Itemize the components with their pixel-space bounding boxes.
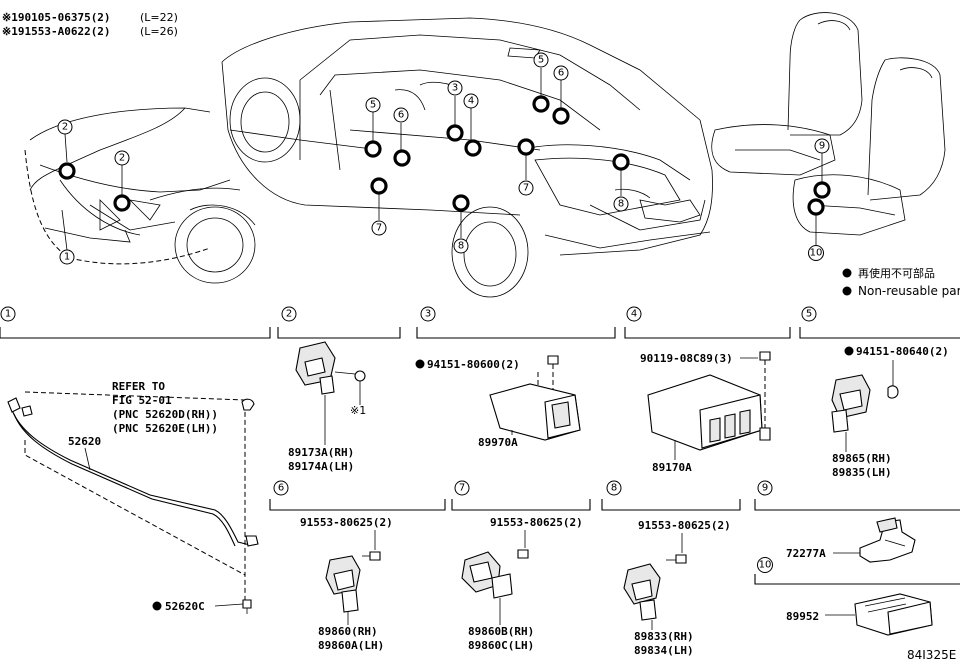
- section-numbers: 1 2 3 4 5 6 7 8 9 10: [0, 306, 817, 573]
- section-1-harness: REFER TO FIG 52-01 (PNC 52620D(RH)) (PNC…: [7, 380, 259, 614]
- callout-numbers-top: 2 2 1 5 6 3 4 5 6 7 7 8 8 9 10: [57, 52, 830, 265]
- part-52620: 52620: [68, 435, 101, 448]
- callout-8a: 8: [618, 199, 624, 210]
- legend-jp: 再使用不可部品: [858, 266, 935, 280]
- car-body-illustration: [221, 17, 713, 298]
- section-3: 3: [425, 309, 431, 320]
- legend-en: Non-reusable part: [858, 284, 960, 298]
- part-89834: 89834(LH): [634, 644, 694, 657]
- section-4: 4: [631, 309, 637, 320]
- part-89174a: 89174A(LH): [288, 460, 354, 473]
- mark-1: ※1: [350, 404, 366, 417]
- bolt-4: 90119-08C89(3): [640, 352, 733, 365]
- diagram-id: 84I325E: [907, 648, 956, 662]
- section-2: 2: [286, 309, 292, 320]
- seats-illustration: [711, 12, 946, 236]
- callout-5b: 5: [370, 100, 376, 111]
- part-89865: 89865(RH): [832, 452, 892, 465]
- part-52620c: 52620C: [165, 600, 205, 613]
- legend: 再使用不可部品 Non-reusable part: [842, 266, 960, 298]
- bolt-5: 94151-80640(2): [856, 345, 949, 358]
- bolt-6: 91553-80625(2): [300, 516, 393, 529]
- callout-4: 4: [468, 96, 474, 107]
- section-6: 6: [278, 483, 284, 494]
- part-89860b: 89860B(RH): [468, 625, 534, 638]
- note-1: ※190105-06375(2): [2, 11, 111, 24]
- section-10-module: 89952: [786, 593, 933, 636]
- part-89173a: 89173A(RH): [288, 446, 354, 459]
- note-1-length: (L=22): [140, 11, 178, 24]
- refer-line-3: (PNC 52620D(RH)): [112, 408, 218, 421]
- callout-6a: 6: [558, 68, 564, 79]
- part-89860a: 89860A(LH): [318, 639, 384, 652]
- refer-line-2: FIG 52-01: [112, 394, 172, 407]
- callout-1: 1: [64, 252, 70, 263]
- callout-7b: 7: [376, 223, 382, 234]
- header-notes: ※190105-06375(2) (L=22) ※191553-A0622(2)…: [2, 11, 178, 38]
- part-89835: 89835(LH): [832, 466, 892, 479]
- bolt-7: 91553-80625(2): [490, 516, 583, 529]
- part-89833: 89833(RH): [634, 630, 694, 643]
- callout-2a: 2: [62, 122, 68, 133]
- section-8: 8: [611, 483, 617, 494]
- location-markers: [58, 68, 831, 251]
- section-dividers: [0, 327, 960, 585]
- front-bumper-illustration: [24, 107, 256, 284]
- section-9-bracket: 72277A: [786, 517, 916, 563]
- callout-3: 3: [452, 83, 458, 94]
- callout-2b: 2: [119, 153, 125, 164]
- part-89860c: 89860C(LH): [468, 639, 534, 652]
- part-89860: 89860(RH): [318, 625, 378, 638]
- section-5: 5: [806, 309, 812, 320]
- note-2-length: (L=26): [140, 25, 178, 38]
- refer-line-1: REFER TO: [112, 380, 165, 393]
- section-7-sensor: 91553-80625(2) 89860B(RH) 89860C(LH): [461, 516, 583, 652]
- section-5-sensor: 94151-80640(2) 89865(RH) 89835(LH): [831, 345, 949, 479]
- part-89170a: 89170A: [652, 461, 692, 474]
- callout-8b: 8: [458, 241, 464, 252]
- section-6-sensor: 91553-80625(2) 89860(RH) 89860A(LH): [300, 516, 393, 652]
- section-10: 10: [759, 560, 772, 571]
- section-2-sensor: ※1 89173A(RH) 89174A(LH): [288, 341, 366, 473]
- section-3-ecu: 94151-80600(2) 89970A: [415, 355, 581, 449]
- section-8-sensor: 91553-80625(2) 89833(RH) 89834(LH): [623, 519, 731, 657]
- part-72277a: 72277A: [786, 547, 826, 560]
- callout-7a: 7: [523, 183, 529, 194]
- section-4-airbag-ecu: 90119-08C89(3) 89170A: [640, 351, 771, 474]
- part-89970a: 89970A: [478, 436, 518, 449]
- section-1: 1: [5, 309, 11, 320]
- part-89952: 89952: [786, 610, 819, 623]
- callout-6b: 6: [398, 110, 404, 121]
- note-2: ※191553-A0622(2): [2, 25, 111, 38]
- callout-5a: 5: [538, 55, 544, 66]
- callout-9: 9: [819, 141, 825, 152]
- callout-10: 10: [810, 248, 823, 259]
- bolt-3: 94151-80600(2): [427, 358, 520, 371]
- refer-line-4: (PNC 52620E(LH)): [112, 422, 218, 435]
- bolt-8: 91553-80625(2): [638, 519, 731, 532]
- section-7: 7: [459, 483, 465, 494]
- section-9: 9: [762, 483, 768, 494]
